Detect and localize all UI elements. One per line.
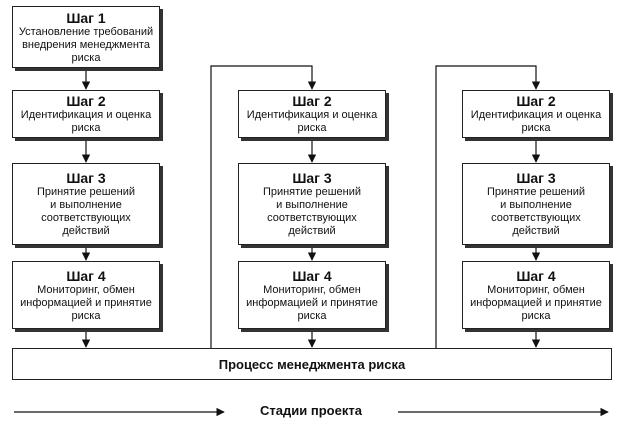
step-text-line: Мониторинг, обмен: [263, 283, 361, 296]
project-stages-label: Стадии проекта: [260, 403, 362, 418]
step-title: Шаг 2: [516, 93, 556, 109]
step-title: Шаг 1: [66, 9, 106, 26]
step-text-line: Мониторинг, обмен: [487, 283, 585, 296]
step-text-line: риска: [71, 309, 101, 322]
step-title: Шаг 4: [292, 267, 332, 284]
step-text-line: риска: [71, 51, 101, 64]
step-title: Шаг 3: [66, 170, 106, 186]
step-text-line: действий: [288, 225, 336, 237]
step-text-line: соответствующих: [41, 212, 131, 224]
step-text-line: информацией и принятие: [470, 296, 602, 309]
risk-management-process-bar: Процесс менеджмента риска: [12, 348, 612, 380]
step-text-line: Установление требований: [18, 25, 154, 38]
step-text-line: действий: [512, 225, 560, 237]
step-title: Шаг 3: [516, 170, 556, 186]
step-text-line: Идентификация и оценка: [470, 109, 602, 121]
step-text-line: внедрения менеджмента: [22, 38, 150, 51]
step-text-line: Принятие решений: [486, 186, 586, 198]
feedback-connector: [210, 65, 317, 348]
step-text-line: Идентификация и оценка: [20, 109, 152, 121]
step-text-line: и выполнение: [500, 199, 572, 211]
step-text-line: информацией и принятие: [20, 296, 152, 309]
step-text-line: риска: [297, 122, 327, 134]
step-text-line: риска: [521, 122, 551, 134]
step-text-line: и выполнение: [50, 199, 122, 211]
step-text-line: и выполнение: [276, 199, 348, 211]
step-text-line: действий: [62, 225, 110, 237]
step-title: Шаг 2: [66, 93, 106, 109]
step-text-line: соответствующих: [491, 212, 581, 224]
step-text-line: Принятие решений: [262, 186, 362, 198]
step-text-line: Идентификация и оценка: [246, 109, 378, 121]
step-text-line: информацией и принятие: [246, 296, 378, 309]
step-title: Шаг 4: [516, 267, 556, 284]
step-title: Шаг 3: [292, 170, 332, 186]
step-text-line: соответствующих: [267, 212, 357, 224]
step-text-line: риска: [71, 122, 101, 134]
feedback-connector: [435, 65, 541, 348]
step-text-line: риска: [297, 309, 327, 322]
step-text-line: Принятие решений: [36, 186, 136, 198]
step-title: Шаг 2: [292, 93, 332, 109]
step-title: Шаг 4: [66, 267, 106, 284]
step-text-line: Мониторинг, обмен: [37, 283, 135, 296]
process-label: Процесс менеджмента риска: [218, 356, 406, 372]
step-text-line: риска: [521, 309, 551, 322]
